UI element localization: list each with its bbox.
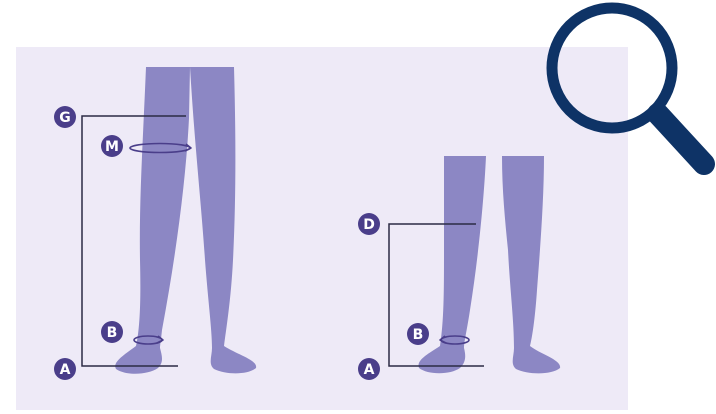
marker-m: M: [101, 135, 123, 157]
marker-a-right: A: [358, 358, 380, 380]
marker-b-left: B: [101, 321, 123, 343]
marker-g-label: G: [59, 110, 71, 126]
marker-b-left-label: B: [107, 325, 118, 341]
marker-d-label: D: [363, 217, 375, 233]
marker-a-left: A: [54, 358, 76, 380]
marker-m-label: M: [105, 139, 119, 155]
marker-b-right-label: B: [413, 327, 424, 343]
marker-g: G: [54, 106, 76, 128]
marker-b-right: B: [407, 323, 429, 345]
marker-d: D: [358, 213, 380, 235]
marker-a-left-label: A: [60, 362, 71, 378]
marker-a-right-label: A: [364, 362, 375, 378]
